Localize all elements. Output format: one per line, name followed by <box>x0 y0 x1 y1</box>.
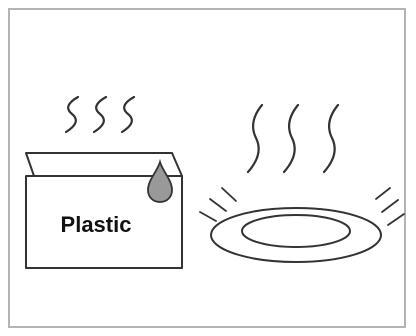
container-label: Plastic <box>61 212 132 237</box>
dinner-plate <box>211 208 381 262</box>
plate-well <box>242 215 350 247</box>
